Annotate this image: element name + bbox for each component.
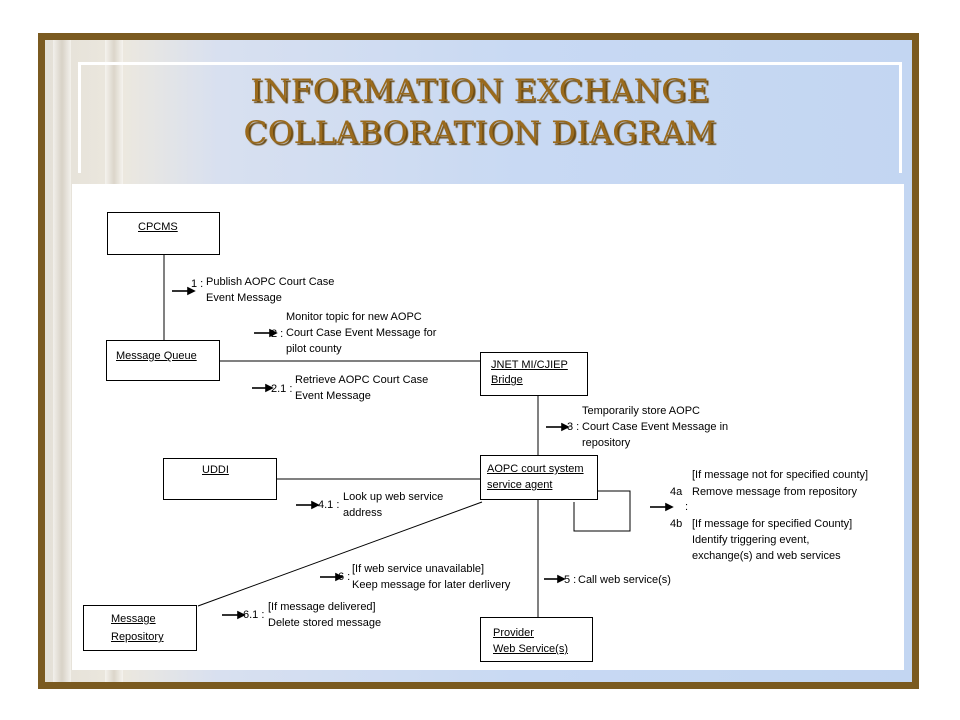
object-provider-web-service: Provider Web Service(s): [480, 617, 593, 662]
message-4-1-number: 4.1 :: [318, 499, 340, 511]
object-message-queue-label: Message Queue: [116, 350, 197, 362]
title-rule: [78, 62, 902, 173]
message-6-text: Keep message for later derlivery: [352, 579, 511, 591]
object-provider-label-2: Web Service(s): [493, 643, 568, 655]
object-message-repository: Message Repository: [83, 605, 197, 651]
link-repo-aopc: [197, 501, 483, 607]
arrow-5: [544, 574, 566, 584]
arrow-3: [546, 422, 570, 432]
message-6-1-text: [If message delivered]: [268, 601, 376, 613]
object-cpcms: CPCMS: [107, 212, 220, 255]
message-2-1-text: Retrieve AOPC Court Case: [295, 374, 429, 386]
message-1-number: 1 :: [191, 278, 204, 290]
object-cpcms-label: CPCMS: [138, 221, 178, 233]
arrow-6-1: [222, 610, 246, 620]
object-aopc-service-agent: AOPC court system service agent: [480, 455, 598, 500]
message-4-separator: :: [685, 501, 689, 513]
object-jnet-bridge: JNET MI/CJIEP Bridge: [480, 352, 588, 396]
message-4-text: exchange(s) and web services: [692, 550, 841, 562]
object-message-queue: Message Queue: [106, 340, 220, 381]
link-self-loop: [573, 490, 631, 532]
message-2-1-number: 2.1 :: [271, 383, 293, 395]
message-3-text: Temporarily store AOPC: [582, 405, 700, 417]
object-repo-label-1: Message: [111, 613, 156, 625]
message-1-text: Event Message: [206, 292, 282, 304]
message-4-1-text: address: [343, 507, 383, 519]
message-6-1-text: Delete stored message: [268, 617, 382, 629]
object-aopc-label-1: AOPC court system: [487, 463, 584, 475]
message-5-number: 5 :: [564, 574, 577, 586]
diagram-canvas: CPCMS Message Queue JNET MI/CJIEP Bridge…: [72, 184, 904, 670]
message-3-number: 3 :: [567, 421, 580, 433]
arrow-2: [254, 328, 278, 338]
message-4b-number: 4b: [670, 518, 683, 530]
arrow-6: [320, 572, 344, 582]
object-uddi-label: UDDI: [202, 464, 229, 476]
arrow-2-1: [252, 383, 274, 393]
message-3-text: repository: [582, 437, 631, 449]
message-2-1-text: Event Message: [295, 390, 371, 402]
message-4-text: [If message for specified County]: [692, 518, 853, 530]
object-uddi: UDDI: [163, 458, 277, 500]
object-repo-label-2: Repository: [111, 631, 164, 643]
arrow-4-1: [296, 500, 320, 510]
message-5-text: Call web service(s): [578, 574, 671, 586]
object-aopc-label-2: service agent: [487, 479, 553, 491]
message-6-1-number: 6.1 :: [243, 609, 265, 621]
decor-column: [53, 40, 71, 682]
object-provider-label-1: Provider: [493, 627, 534, 639]
message-2-text: Monitor topic for new AOPC: [286, 311, 422, 323]
arrow-1: [172, 286, 196, 296]
message-4-1-text: Look up web service: [343, 491, 444, 503]
message-6-text: [If web service unavailable]: [352, 563, 485, 575]
arrow-4: [650, 502, 674, 512]
message-4a-number: 4a: [670, 486, 683, 498]
message-4-text: Remove message from repository: [692, 486, 858, 498]
message-4-text: [If message not for specified county]: [692, 469, 869, 481]
slide-title-line-1: INFORMATION EXCHANGE: [250, 73, 710, 109]
message-6-number: 6 :: [338, 571, 351, 583]
message-2-number: 2 :: [271, 328, 284, 340]
object-jnet-label-1: JNET MI/CJIEP: [491, 359, 568, 371]
message-2-text: Court Case Event Message for: [286, 327, 437, 339]
message-1-text: Publish AOPC Court Case: [206, 276, 335, 288]
message-2-text: pilot county: [286, 343, 342, 355]
slide-title-line-2: COLLABORATION DIAGRAM: [243, 115, 717, 151]
object-jnet-label-2: Bridge: [491, 374, 523, 386]
message-4-text: Identify triggering event,: [692, 534, 810, 546]
message-3-text: Court Case Event Message in: [582, 421, 729, 433]
diagram-connectors: [163, 254, 674, 620]
